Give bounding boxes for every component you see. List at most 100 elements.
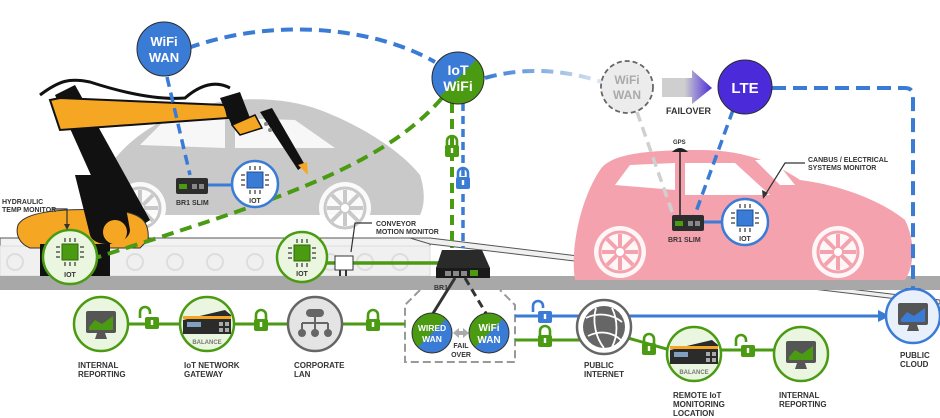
- hydraulic-label-2: TEMP MONITOR: [2, 207, 56, 214]
- failover-bottom-label-2: OVER: [451, 352, 471, 359]
- node-label-1: CORPORATE: [294, 361, 345, 370]
- node-label-2: REPORTING: [78, 370, 126, 379]
- node-label-1: IoT NETWORK: [184, 361, 240, 370]
- wifi-wan-top-label-1: WiFi: [150, 34, 177, 49]
- gps-label: GPS: [673, 140, 686, 146]
- conveyor-label-1: CONVEYOR: [376, 221, 416, 228]
- link-iotwifi-to-iot-hydraulic: [94, 96, 444, 260]
- iot-network-gateway-node[interactable]: BALANCE IoT NETWORK GATEWAY: [178, 295, 240, 379]
- lock-closed-green-icon: [640, 332, 658, 357]
- link-iotwifi-to-faded: [484, 68, 603, 84]
- node-label-2: CLOUD: [900, 360, 929, 369]
- iot-sensor-grey-car[interactable]: IOT: [230, 159, 280, 209]
- iot-wifi-label-1: IoT: [448, 62, 469, 78]
- node-label-1: PUBLIC: [900, 351, 930, 360]
- failover-bottom-label-1: FAIL: [453, 343, 469, 350]
- link-lte-to-br1slim-right: [691, 109, 735, 221]
- lte-label: LTE: [731, 80, 758, 97]
- link-lte-to-cloud: [772, 86, 915, 292]
- lock-closed-green-icon: [364, 308, 382, 333]
- public-internet-node[interactable]: PUBLIC INTERNET: [575, 298, 633, 379]
- node-label-1: INTERNAL: [78, 361, 119, 370]
- monitor-chart-icon: [898, 303, 928, 331]
- wired-wan-label-1: WIRED: [418, 323, 446, 333]
- wifi-wan-faded-label-2: WAN: [613, 88, 641, 102]
- br1-router[interactable]: BR1: [434, 250, 490, 292]
- node-label-2: INTERNET: [584, 370, 624, 379]
- lock-open-green-icon: [138, 305, 161, 331]
- node-label-1: PUBLIC: [584, 361, 614, 370]
- node-label-1: REMOTE IoT: [673, 391, 722, 400]
- node-label-1: INTERNAL: [779, 391, 820, 400]
- balance-appliance-icon: [670, 340, 718, 364]
- remote-iot-monitoring-node[interactable]: BALANCE REMOTE IoT MONITORING LOCATION: [665, 325, 725, 418]
- public-cloud-node[interactable]: PUBLIC CLOUD: [884, 287, 940, 369]
- node-label-3: LOCATION: [673, 409, 714, 418]
- failover-top: FAILOVER: [662, 70, 712, 116]
- cloud-input-arrow: [878, 310, 890, 322]
- node-label-2: LAN: [294, 370, 311, 379]
- failover-group-box: [404, 289, 516, 363]
- br1-slim-right[interactable]: BR1 SLIM: [668, 215, 722, 244]
- canbus-label-2: SYSTEMS MONITOR: [808, 165, 876, 172]
- balance-badge: BALANCE: [192, 340, 221, 346]
- bidirectional-arrow-icon: [453, 328, 469, 338]
- monitor-chart-icon: [86, 311, 116, 339]
- globe-icon: [583, 306, 625, 348]
- hydraulic-label-1: HYDRAULIC: [2, 199, 43, 206]
- canbus-annotation: CANBUS / ELECTRICAL SYSTEMS MONITOR: [762, 157, 889, 199]
- corporate-lan-node[interactable]: CORPORATE LAN: [286, 295, 345, 379]
- br1-slim-left[interactable]: BR1 SLIM: [176, 178, 232, 207]
- wifi-wan-faded-node[interactable]: WiFi WAN: [600, 60, 654, 114]
- wifi-wan-faded-label-1: WiFi: [614, 73, 639, 87]
- motion-sensor: [334, 255, 354, 276]
- failover-top-label: FAILOVER: [666, 106, 712, 116]
- iot-label: IOT: [296, 271, 308, 278]
- balance-appliance-icon: [183, 310, 231, 334]
- iot-sensor-conveyor[interactable]: IOT: [275, 230, 329, 284]
- wifi-wan-top-label-2: WAN: [149, 50, 179, 65]
- br1-slim-left-label: BR1 SLIM: [176, 200, 209, 207]
- node-label-2: MONITORING: [673, 400, 725, 409]
- link-faded-to-br1slim-right: [635, 111, 677, 221]
- wired-wan-node[interactable]: WIRED WAN: [410, 311, 454, 355]
- hydraulic-annotation: HYDRAULIC TEMP MONITOR: [2, 199, 70, 230]
- lock-closed-green-icon: [536, 324, 554, 349]
- failover-arrow-icon: [662, 70, 712, 104]
- network-hierarchy-icon: [298, 309, 332, 337]
- iot-wifi-node[interactable]: IoT WiFi: [431, 51, 485, 105]
- lock-closed-green-icon: [252, 308, 270, 333]
- wifi-wan-bottom-label-1: WiFi: [478, 323, 499, 334]
- link-wifiwan-to-br1slim: [165, 76, 192, 176]
- conveyor-label-2: MOTION MONITOR: [376, 229, 439, 236]
- wifi-wan-bottom-node[interactable]: WiFi WAN: [467, 311, 511, 355]
- link-wifiwan-to-iotwifi: [187, 27, 437, 64]
- iot-label: IOT: [739, 236, 751, 243]
- link-br1-to-wired: [430, 277, 457, 316]
- canbus-label-1: CANBUS / ELECTRICAL: [808, 157, 889, 164]
- iot-wifi-label-2: WiFi: [443, 78, 472, 94]
- lock-open-blue-icon: [531, 299, 554, 325]
- iot-label: IOT: [249, 198, 261, 205]
- br1-slim-right-label: BR1 SLIM: [668, 237, 701, 244]
- br1-label: BR1: [434, 285, 448, 292]
- internal-reporting-right-node[interactable]: INTERNAL REPORTING: [772, 325, 830, 409]
- lock-open-green-icon: [734, 333, 757, 359]
- iot-label: IOT: [64, 272, 76, 279]
- monitor-chart-icon: [786, 341, 816, 369]
- conveyor-annotation: CONVEYOR MOTION MONITOR: [350, 221, 439, 253]
- lte-node[interactable]: LTE: [717, 59, 773, 115]
- balance-badge: BALANCE: [679, 370, 708, 376]
- gps-antenna: GPS: [672, 140, 688, 215]
- internal-reporting-left-node[interactable]: INTERNAL REPORTING: [72, 295, 130, 379]
- node-label-2: GATEWAY: [184, 370, 224, 379]
- iot-sensor-hydraulic[interactable]: IOT: [41, 228, 99, 286]
- wifi-wan-top-node[interactable]: WiFi WAN: [136, 21, 192, 77]
- link-br1-to-wifi: [463, 277, 489, 316]
- node-label-2: REPORTING: [779, 400, 827, 409]
- wifi-wan-bottom-label-2: WAN: [477, 335, 500, 346]
- iot-sensor-pink-car[interactable]: IOT: [720, 197, 770, 247]
- failover-bottom: FAIL OVER: [451, 328, 471, 359]
- wired-wan-label-2: WAN: [422, 334, 442, 344]
